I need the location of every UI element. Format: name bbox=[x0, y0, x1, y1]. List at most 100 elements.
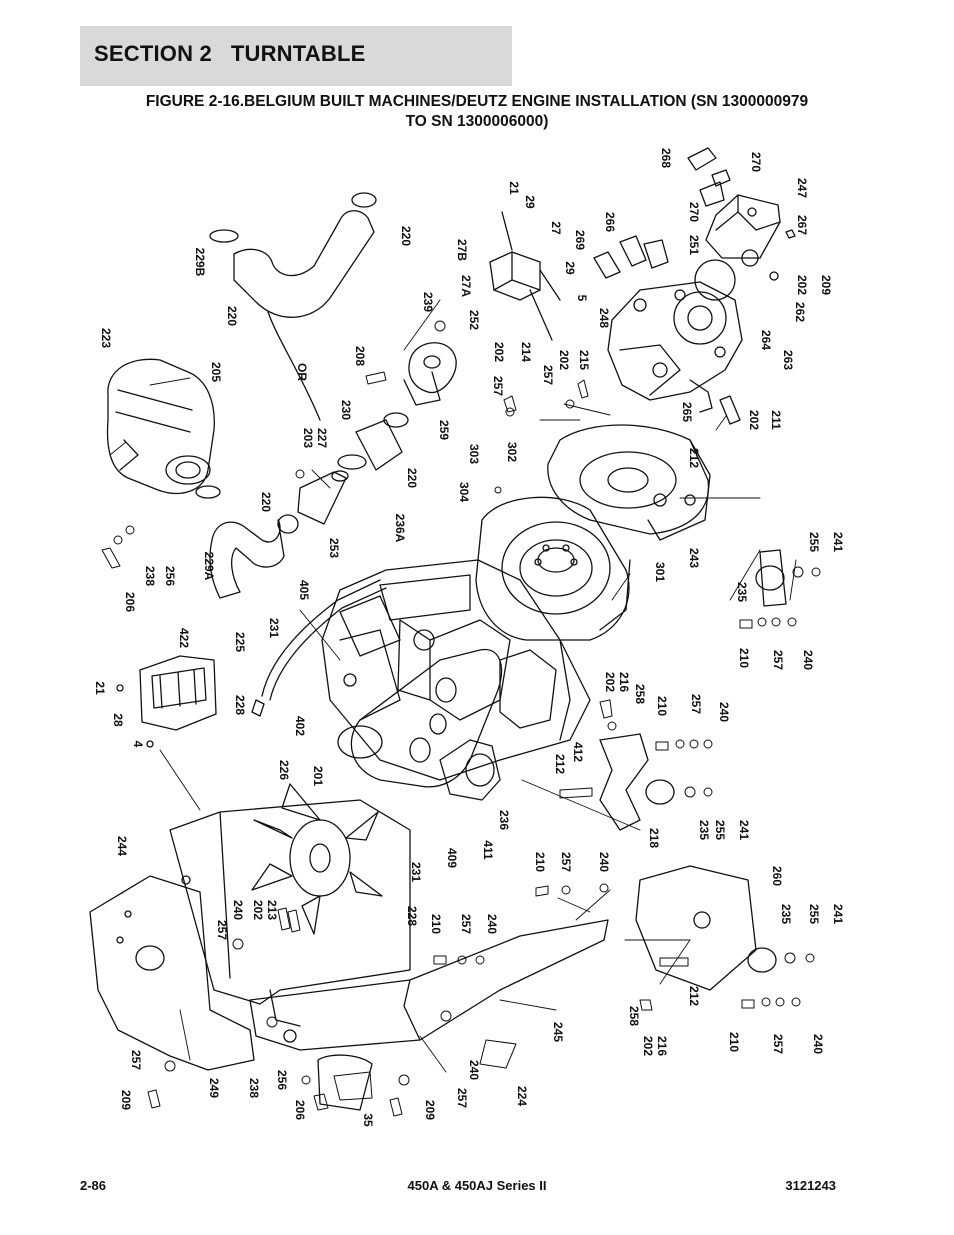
flywheel-housing bbox=[475, 496, 631, 741]
exhaust-muffler-409 bbox=[337, 648, 502, 788]
callout-label: 218 bbox=[647, 828, 661, 848]
intake-tube-253 bbox=[297, 470, 349, 525]
callout-label: 236A bbox=[393, 514, 407, 543]
callout-label: 5 bbox=[575, 295, 589, 302]
callout-label: 202 bbox=[747, 410, 761, 430]
callout-label: 236 bbox=[497, 810, 511, 830]
callout-label: 21 bbox=[93, 681, 107, 695]
callout-label: 241 bbox=[737, 820, 751, 840]
callout-label: 409 bbox=[445, 848, 459, 868]
callout-label: 210 bbox=[655, 696, 669, 716]
engine-mount-bracket-243 bbox=[755, 549, 787, 607]
callout-label: 202 bbox=[492, 342, 506, 362]
callout-label: 27B bbox=[455, 239, 469, 261]
callout-label: 21 bbox=[507, 181, 521, 195]
callout-label: 243 bbox=[687, 548, 701, 568]
callout-label: 206 bbox=[293, 1100, 307, 1120]
callout-label: 257 bbox=[541, 365, 555, 385]
callout-label: 422 bbox=[177, 628, 191, 648]
callout-label: 238 bbox=[247, 1078, 261, 1098]
callout-label: 255 bbox=[713, 820, 727, 840]
callout-label: 220 bbox=[399, 226, 413, 246]
callout-label: 226 bbox=[277, 760, 291, 780]
callout-label: 270 bbox=[749, 152, 763, 172]
callout-label: 229B bbox=[193, 248, 207, 277]
page-number: 2-86 bbox=[80, 1178, 107, 1193]
engine-mount-bracket-260 bbox=[635, 865, 777, 991]
callout-label: 248 bbox=[597, 308, 611, 328]
callout-label: 258 bbox=[633, 684, 647, 704]
callout-label: 212 bbox=[687, 986, 701, 1006]
callout-label: 4 bbox=[131, 741, 145, 748]
callout-label: 240 bbox=[597, 852, 611, 872]
exhaust-flange-259 bbox=[403, 342, 457, 406]
callout-label: 210 bbox=[737, 648, 751, 668]
callout-label: 231 bbox=[267, 618, 281, 638]
callout-label: 228 bbox=[405, 906, 419, 926]
callout-label: 251 bbox=[687, 235, 701, 255]
callout-label: 223 bbox=[99, 328, 113, 348]
callout-label: 301 bbox=[653, 562, 667, 582]
fittings bbox=[593, 147, 796, 425]
harness-bracket-405 bbox=[339, 595, 401, 687]
callout-label: 411 bbox=[481, 840, 495, 860]
callout-label: 202 bbox=[603, 672, 617, 692]
callout-label: 216 bbox=[655, 1036, 669, 1056]
intake-elbow-230 bbox=[337, 412, 409, 471]
callout-label: 208 bbox=[353, 346, 367, 366]
valve-block bbox=[705, 194, 781, 267]
callout-label: 260 bbox=[770, 866, 784, 886]
alternator bbox=[499, 649, 557, 729]
callout-label: 212 bbox=[553, 754, 567, 774]
callout-label: 29 bbox=[523, 195, 537, 209]
callout-label: 29 bbox=[563, 261, 577, 275]
callout-label: 263 bbox=[781, 350, 795, 370]
callout-label: 258 bbox=[627, 1006, 641, 1026]
ecm-bracket-422 bbox=[116, 655, 217, 748]
callout-label: 27A bbox=[459, 275, 473, 297]
callout-label: 255 bbox=[807, 532, 821, 552]
callout-label: 241 bbox=[831, 904, 845, 924]
engine-mount-frame-244 bbox=[89, 875, 255, 1071]
callout-label: 241 bbox=[831, 532, 845, 552]
callout-label: 239 bbox=[421, 292, 435, 312]
callout-label: 201 bbox=[311, 766, 325, 786]
callout-label: 224 bbox=[515, 1086, 529, 1106]
adapter-plate-302 bbox=[547, 424, 711, 541]
callout-label: 225 bbox=[233, 632, 247, 652]
callout-label: 257 bbox=[689, 694, 703, 714]
callout-label: 264 bbox=[759, 330, 773, 350]
callout-label: 238 bbox=[143, 566, 157, 586]
callout-label: 257 bbox=[129, 1050, 143, 1070]
callout-label: 255 bbox=[807, 904, 821, 924]
callout-label: 240 bbox=[231, 900, 245, 920]
callout-label: 249 bbox=[207, 1078, 221, 1098]
valve-bracket-27 bbox=[489, 211, 561, 341]
callout-label: 268 bbox=[659, 148, 673, 168]
callout-label: 257 bbox=[771, 650, 785, 670]
callout-label: 212 bbox=[687, 448, 701, 468]
callout-label: 220 bbox=[405, 468, 419, 488]
document-number: 3121243 bbox=[785, 1178, 836, 1193]
callout-label: 267 bbox=[795, 215, 809, 235]
crossmember-245 bbox=[249, 919, 609, 1111]
callout-label: 303 bbox=[467, 444, 481, 464]
callout-label: 240 bbox=[801, 650, 815, 670]
callout-label: 304 bbox=[457, 482, 471, 502]
callout-label: 209 bbox=[119, 1090, 133, 1110]
hydraulic-pump-assembly bbox=[607, 259, 743, 413]
figure-title-line-2: TO SN 1300006000) bbox=[405, 113, 549, 130]
callout-label: 256 bbox=[163, 566, 177, 586]
callout-label: 228 bbox=[233, 695, 247, 715]
callout-label: 257 bbox=[455, 1088, 469, 1108]
air-cleaner bbox=[106, 358, 215, 494]
callout-label: 202 bbox=[557, 350, 571, 370]
callout-label: 240 bbox=[717, 702, 731, 722]
section-header-bar: SECTION 2 TURNTABLE bbox=[80, 26, 512, 86]
callout-label: 257 bbox=[215, 920, 229, 940]
callout-label: 202 bbox=[795, 275, 809, 295]
model-name: 450A & 450AJ Series II bbox=[407, 1178, 547, 1193]
callout-label: 235 bbox=[697, 820, 711, 840]
